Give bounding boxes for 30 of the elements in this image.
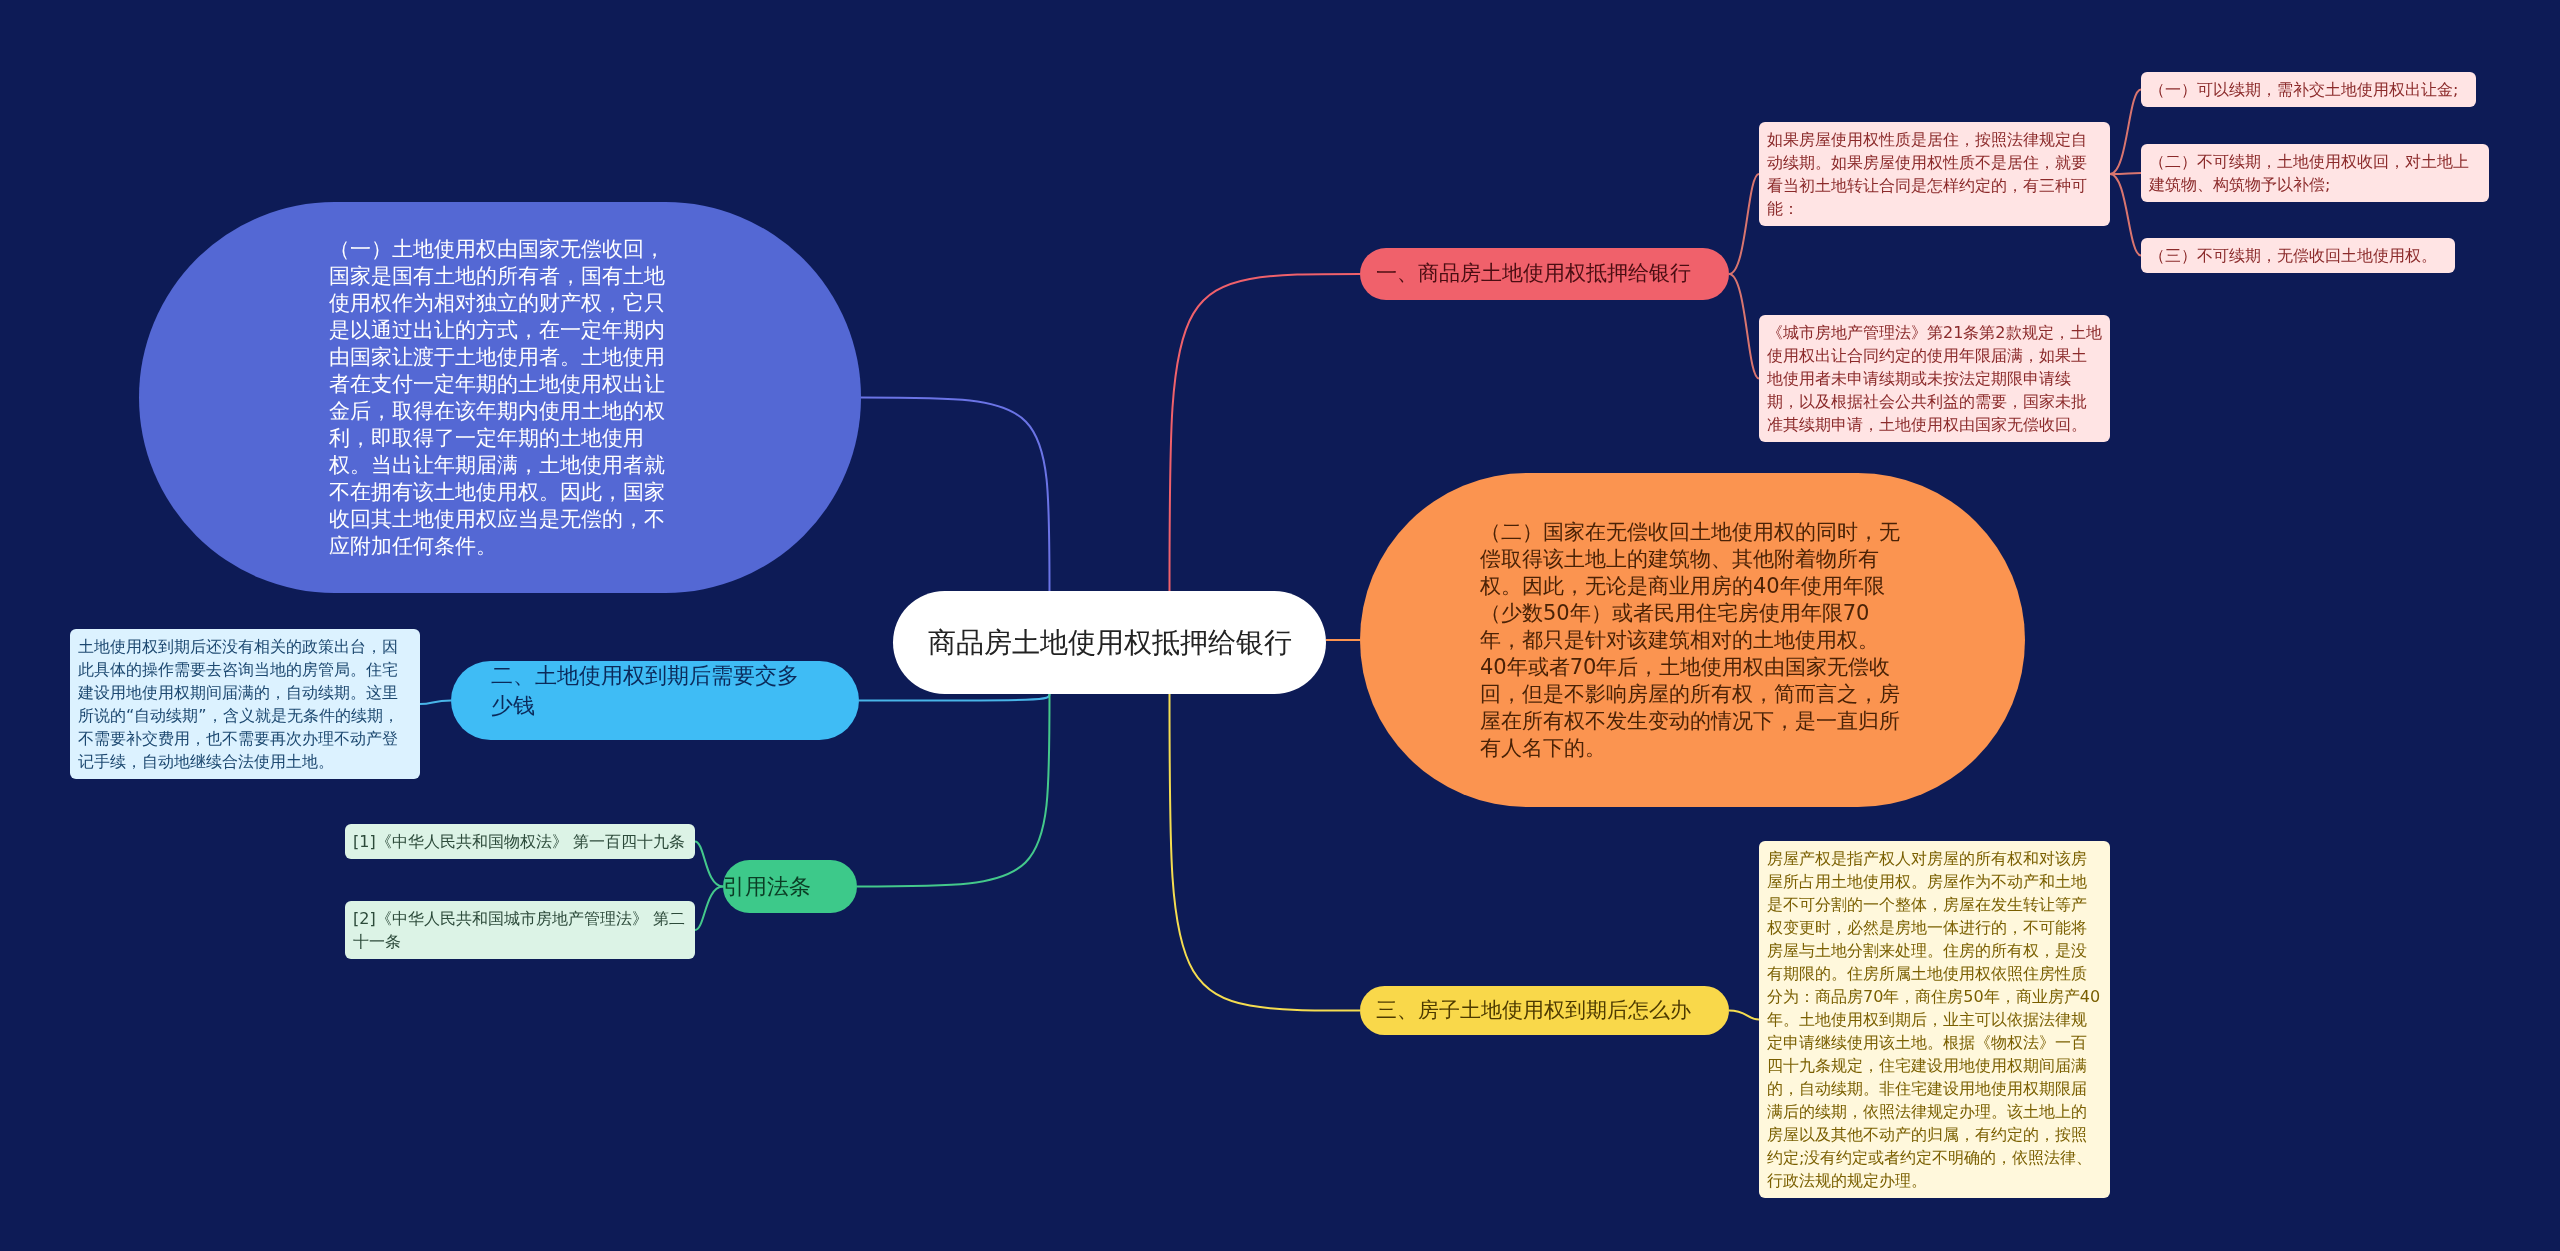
branch-topic: 三、房子土地使用权到期后怎么办 (1360, 986, 1729, 1035)
reference-box: [2]《中华人民共和国城市房地产管理法》 第二十一条 (345, 901, 695, 959)
connector-line (1728, 273, 1760, 380)
note-box: 如果房屋使用权性质是居住，按照法律规定自动续期。如果房屋使用权性质不是居住，就要看当初土地转让合同是怎样约定的，有三种可能： (1759, 122, 2110, 226)
ellipse-note: （二）国家在无偿收回土地使用权的同时，无偿取得该土地上的建筑物、其他附着物所有权。因此，无论是商业用房的40年使用年限（少数50年）或者民用住宅房使用年限70年，都只是针对该建筑相对的土地使用权。40年或者70年后，土地使用权由国家无偿收回，但是不影响房屋的所有权，简而言之，房屋在所有权不发生变动的情况下，是一直归所有人名下的。 (1360, 473, 2025, 807)
connector-line (1728, 173, 1760, 275)
connector-line (2109, 173, 2142, 257)
branch-topic: 一、商品房土地使用权抵押给银行 (1360, 248, 1729, 300)
note-box: （二）不可续期，土地使用权收回，对土地上建筑物、构筑物予以补偿; (2141, 144, 2489, 202)
connector-line (694, 885, 724, 931)
branch-topic: 引用法条 (723, 860, 857, 913)
connector-line (856, 693, 1051, 888)
note-box: （一）可以续期，需补交土地使用权出让金; (2141, 72, 2476, 107)
connector-line (2109, 88, 2142, 175)
connector-line (419, 699, 452, 705)
connector-line (1325, 639, 1361, 641)
connector-line (858, 693, 1051, 702)
note-box: （三）不可续期，无偿收回土地使用权。 (2141, 238, 2455, 273)
note-box: 房屋产权是指产权人对房屋的所有权和对该房屋所占用土地使用权。房屋作为不动产和土地是不可分割的一个整体，房屋在发生转让等产权变更时，必然是房地一体进行的，不可能将房屋与土地分割来处理。住房的所有权，是没有期限的。住房所属土地使用权依照住房性质分为：商品房70年，商住房50年，商业房产40年。土地使用权到期后，业主可以依据法律规定申请继续使用该土地。根据《物权法》一百四十九条规定，住宅建设用地使用权期间届满的，自动续期。非住宅建设用地使用权期限届满后的续期，依照法律规定办理。该土地上的房屋以及其他不动产的归属，有约定的，按照约定;没有约定或者约定不明确的，依照法律、行政法规的规定办理。 (1759, 841, 2110, 1198)
connector-line (1168, 693, 1361, 1012)
connector-line (1168, 273, 1361, 592)
connector-line (860, 396, 1051, 592)
branch-topic: 二、土地使用权到期后需要交多少钱 (451, 661, 859, 740)
ellipse-note: （一）土地使用权由国家无偿收回，国家是国有土地的所有者，国有土地使用权作为相对独立的财产权，它只是以通过出让的方式，在一定年期内由国家让渡于土地使用者。土地使用者在支付一定年期的土地使用权出让金后，取得在该年期内使用土地的权利，即取得了一定年期的土地使用权。当出让年期届满，土地使用者就不在拥有该土地使用权。因此，国家收回其土地使用权应当是无偿的，不应附加任何条件。 (139, 202, 861, 593)
connector-line (1728, 1009, 1760, 1021)
note-box: 土地使用权到期后还没有相关的政策出台，因此具体的操作需要去咨询当地的房管局。住宅建设用地使用权期间届满的，自动续期。这里所说的“自动续期”，含义就是无条件的续期，不需要补交费用，也不需要再次办理不动产登记手续，自动地继续合法使用土地。 (70, 629, 420, 779)
reference-box: [1]《中华人民共和国物权法》 第一百四十九条 (345, 824, 695, 859)
note-box: 《城市房地产管理法》第21条第2款规定，土地使用权出让合同约定的使用年限届满，如果土地使用者未申请续期或未按法定期限申请续期，以及根据社会公共利益的需要，国家未批准其续期申请，土地使用权由国家无偿收回。 (1759, 315, 2110, 442)
connector-line (694, 840, 724, 888)
central-topic: 商品房土地使用权抵押给银行 (893, 591, 1326, 694)
